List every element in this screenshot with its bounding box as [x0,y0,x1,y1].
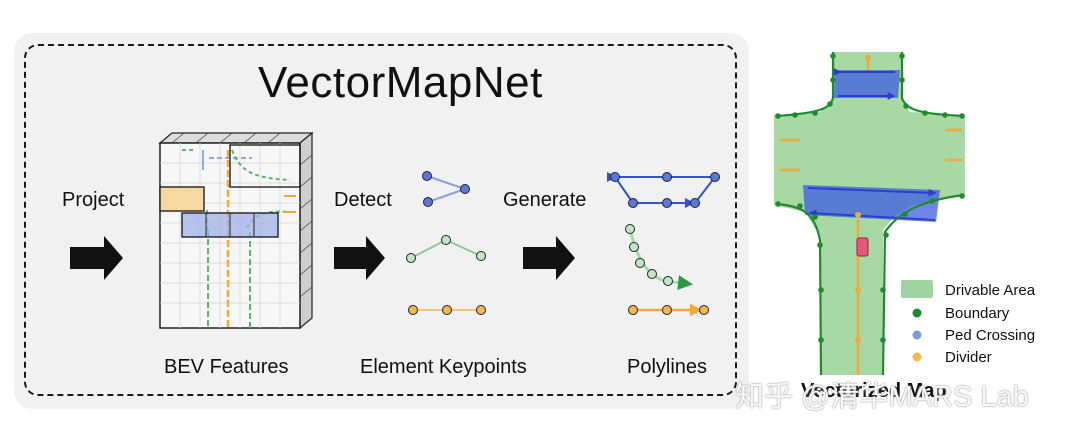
legend-divider: Divider [945,349,992,366]
keypoints-divider [408,305,486,315]
legend-ped-crossing: Ped Crossing [945,327,1036,344]
bev-feature-cube [158,131,314,330]
step-detect-label: Detect [334,189,392,211]
pipeline-panel [14,33,749,409]
keypoints-crossing [422,171,470,207]
keypoints-boundary [406,235,486,263]
legend-boundary: Boundary [945,305,1010,322]
arrow-generate [523,236,575,280]
arrow-project [70,236,123,280]
legend-drivable-area: Drivable Area [945,282,1036,299]
caption-polylines: Polylines [627,356,708,378]
polyline-divider [628,303,709,317]
vectorized-map [774,52,965,376]
vectorized-map-title: Vectorized Map [801,380,947,402]
watermark: 知乎 @清华MARS Lab [735,381,1029,413]
caption-bev-features: BEV Features [164,356,289,378]
caption-element-keypoints: Element Keypoints [360,356,527,378]
arrow-detect [334,236,385,280]
legend-swatches [901,280,933,362]
pipeline-dashed-border [24,44,737,396]
polyline-crossing [607,172,720,208]
step-generate-label: Generate [503,189,587,211]
polyline-boundary [625,224,693,291]
diagram-title: VectorMapNet [258,58,543,107]
step-project-label: Project [62,189,125,211]
